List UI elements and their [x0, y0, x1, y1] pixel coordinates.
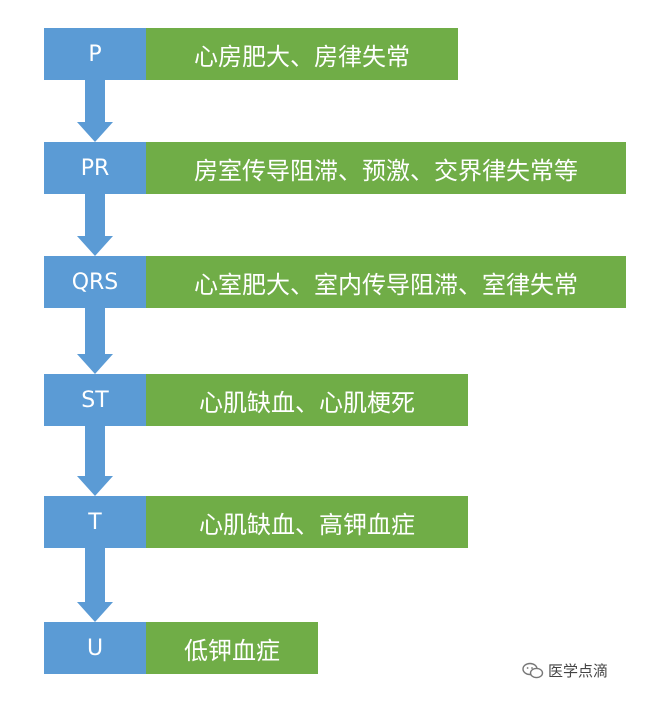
desc-box-u: 低钾血症: [146, 622, 318, 674]
flow-arrow-3: [77, 308, 113, 374]
flow-arrow-5: [77, 548, 113, 622]
wave-box-qrs: QRS: [44, 256, 146, 308]
wave-box-t: T: [44, 496, 146, 548]
wave-box-p: P: [44, 28, 146, 80]
desc-box-pr: 房室传导阻滞、预激、交界律失常等: [146, 142, 626, 194]
wave-box-st: ST: [44, 374, 146, 426]
desc-box-qrs: 心室肥大、室内传导阻滞、室律失常: [146, 256, 626, 308]
wave-box-pr: PR: [44, 142, 146, 194]
desc-box-t: 心肌缺血、高钾血症: [146, 496, 468, 548]
watermark-text: 医学点滴: [548, 662, 609, 680]
wechat-icon: [522, 662, 544, 678]
desc-box-p: 心房肥大、房律失常: [146, 28, 458, 80]
flow-arrow-1: [77, 80, 113, 142]
wave-box-u: U: [44, 622, 146, 674]
flow-arrow-2: [77, 194, 113, 256]
watermark: 医学点滴: [522, 660, 608, 681]
flow-arrow-4: [77, 426, 113, 496]
desc-box-st: 心肌缺血、心肌梗死: [146, 374, 468, 426]
